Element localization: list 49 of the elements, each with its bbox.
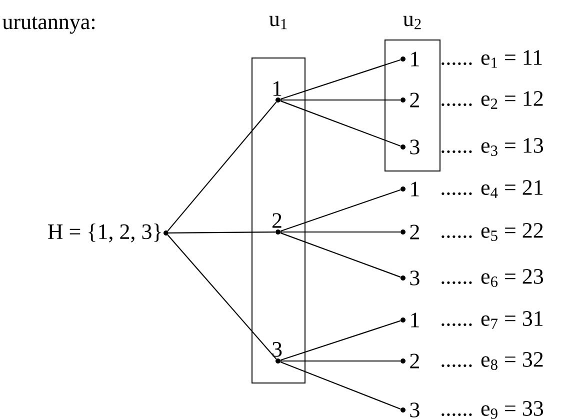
vertex: 3 [400,270,420,286]
node-label: 3 [410,270,420,286]
node-label: 2 [272,213,282,228]
vertex: 1 [400,52,419,66]
node-label: 3 [272,342,282,357]
edge-line [280,59,401,100]
vertex: 3 [400,402,420,418]
vertex: 1 [400,312,419,328]
heading-text: urutannya: [2,16,95,34]
edge-value: ...... e$_{7}$ = 31 [442,311,543,329]
edge-value: ...... e$_{1}$ = 11 [442,50,542,68]
edge-line [280,320,401,361]
vertex: 3 [400,140,420,154]
node-label: 1 [273,81,282,96]
vertex: 1 [400,182,419,196]
node-label: u$_{1}$ [269,16,287,30]
node-label: 1 [411,312,419,328]
edge-value: ...... e$_{5}$ = 22 [442,223,543,241]
edge-line [280,189,401,232]
node-label: 3 [410,402,420,418]
node-label: u$_{2}$ [403,16,421,30]
edge-value: ...... e$_{8}$ = 32 [442,352,543,370]
vertex: 1 [273,81,282,102]
node-label: 2 [410,224,419,240]
edge-line [167,234,277,360]
node-label: 1 [411,182,419,196]
edge-line [168,231,276,234]
edge-line [280,360,400,362]
edge-line [280,232,401,278]
vertex: 2 [400,92,419,108]
vertex: 2 [272,213,282,234]
node-label: 2 [410,92,419,108]
edge-value: ...... e$_{9}$ = 33 [442,401,544,419]
vertex: 3 [272,342,282,364]
edge-value: ...... e$_{4}$ = 21 [442,180,543,198]
vertex: 2 [400,224,419,240]
edge-value: ...... e$_{3}$ = 13 [442,138,544,156]
edge-value: ...... e$_{6}$ = 23 [442,269,544,287]
node-label: 3 [410,140,420,154]
edge-line [280,231,400,233]
node-label: 1 [411,52,419,66]
edge-value: ...... e$_{2}$ = 12 [442,91,543,109]
edge-line [280,99,400,101]
vertex: H = {1, 2, 3} [48,224,168,242]
node-label: 2 [410,354,419,368]
edge-line [280,361,401,410]
vertex: 2 [400,354,419,368]
edge-line [280,100,401,147]
edge-line [167,102,277,232]
